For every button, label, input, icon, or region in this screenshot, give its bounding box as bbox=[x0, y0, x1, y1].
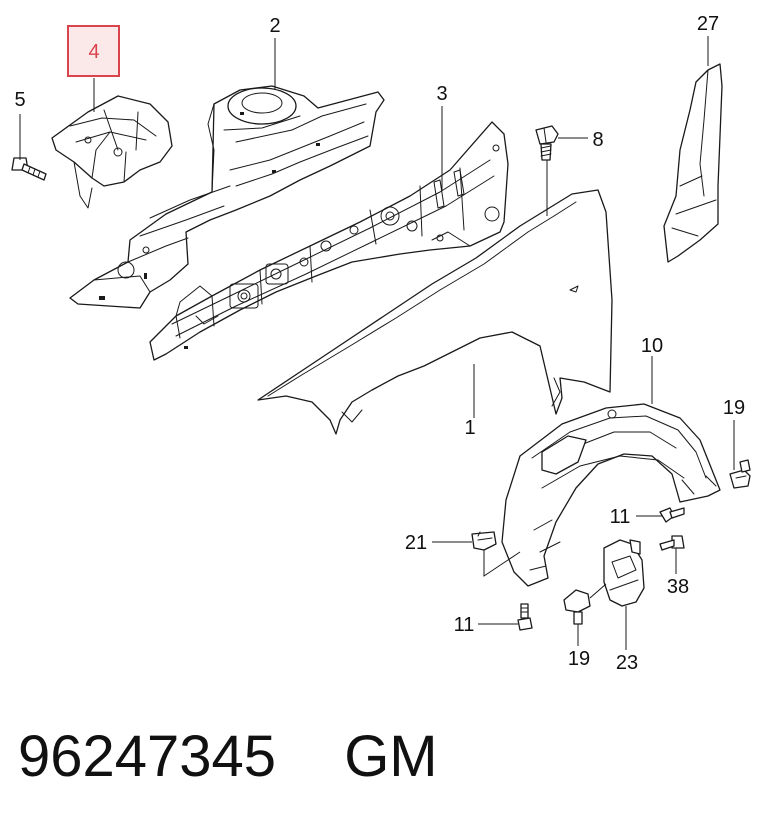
brand-name: GM bbox=[344, 724, 438, 789]
callout-8: 8 bbox=[592, 129, 603, 151]
part-info-footer: 96247345 GM bbox=[18, 722, 438, 792]
part-11-screw-upper[interactable] bbox=[659, 507, 685, 523]
part-3-frame-rail[interactable] bbox=[149, 121, 509, 361]
leader-lines bbox=[19, 36, 735, 650]
part-27-seal[interactable] bbox=[663, 63, 723, 263]
callout-19-right: 19 bbox=[723, 397, 745, 419]
part-19-clip-lower[interactable] bbox=[563, 589, 591, 625]
part-1-fender[interactable] bbox=[257, 189, 613, 435]
callout-11-lower: 11 bbox=[454, 614, 475, 636]
callout-11-upper: 11 bbox=[610, 506, 631, 528]
callout-1: 1 bbox=[464, 417, 475, 439]
part-4-bracket[interactable] bbox=[51, 95, 173, 209]
part-19-clip-right[interactable] bbox=[729, 459, 751, 489]
callout-3: 3 bbox=[436, 83, 447, 105]
part-23-bracket[interactable] bbox=[603, 539, 645, 607]
callout-5: 5 bbox=[14, 89, 25, 111]
part-10-wheelhouse-liner[interactable] bbox=[501, 403, 721, 587]
part-number: 96247345 bbox=[18, 724, 277, 789]
callout-38: 38 bbox=[667, 576, 689, 598]
part-11-screw-lower[interactable] bbox=[517, 603, 533, 631]
callout-19-lower: 19 bbox=[568, 648, 590, 670]
callout-2: 2 bbox=[269, 15, 280, 37]
callout-21: 21 bbox=[405, 532, 427, 554]
part-38-screw[interactable] bbox=[659, 535, 685, 551]
callout-23: 23 bbox=[616, 652, 638, 674]
part-8-bolt[interactable] bbox=[535, 125, 559, 161]
part-2-apron-strut[interactable] bbox=[69, 85, 385, 309]
part-5-bolt[interactable] bbox=[11, 157, 47, 181]
callout-4: 4 bbox=[88, 41, 99, 63]
part-21-clip[interactable] bbox=[471, 531, 497, 551]
callout-labels: 5 2 3 8 27 1 10 19 11 21 38 11 19 23 bbox=[14, 13, 745, 674]
callout-27: 27 bbox=[697, 13, 719, 35]
highlight-callout-4[interactable]: 4 bbox=[67, 25, 120, 77]
callout-10: 10 bbox=[641, 335, 663, 357]
